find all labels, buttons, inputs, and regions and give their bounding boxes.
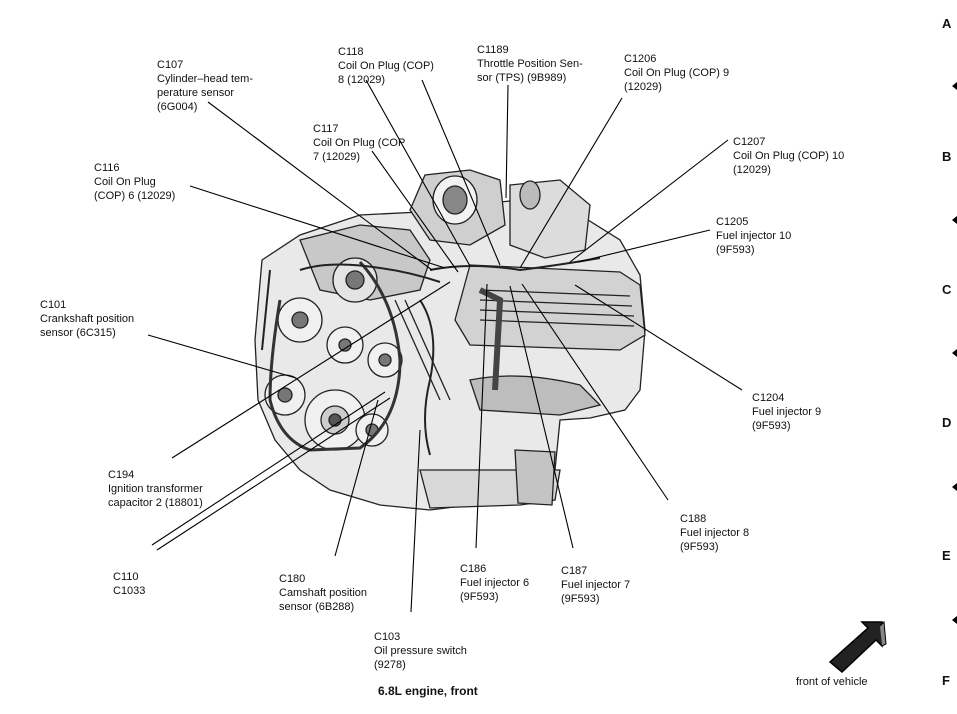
grid-row-a: A [942, 16, 952, 31]
diagram-caption: 6.8L engine, front [378, 684, 478, 698]
leader-lines [147, 79, 743, 613]
front-arrow-icon [828, 620, 887, 674]
grid-row-d: D [942, 415, 952, 430]
grid-row-e: E [942, 548, 951, 563]
front-of-vehicle-label: front of vehicle [796, 676, 868, 688]
engine-illustration [254, 169, 646, 511]
grid-row-b: B [942, 149, 952, 164]
grid-row-c: C [942, 282, 952, 297]
margin-ticks [952, 82, 957, 624]
grid-row-f: F [942, 673, 950, 688]
